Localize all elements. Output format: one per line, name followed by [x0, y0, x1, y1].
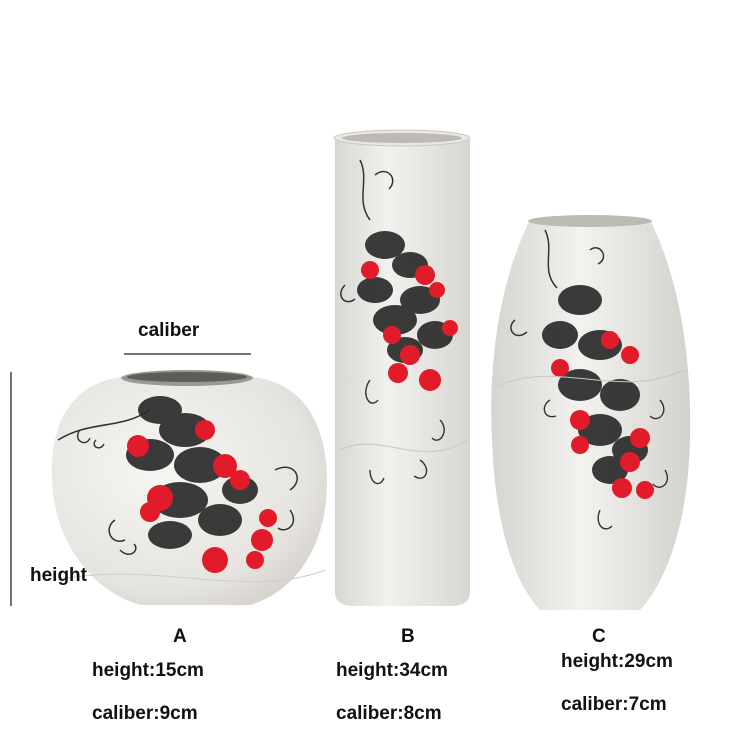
vase-c-letter: C — [592, 626, 606, 647]
caliber-annotation: caliber — [138, 320, 200, 341]
height-annotation: height — [30, 565, 87, 586]
vase-b-letter: B — [401, 626, 415, 647]
vase-c-height: height:29cm — [561, 651, 673, 672]
vase-a — [51, 370, 328, 605]
vase-b-height: height:34cm — [336, 660, 448, 681]
vase-a-letter: A — [173, 626, 187, 647]
vase-c — [491, 215, 691, 610]
vase-c-caliber: caliber:7cm — [561, 694, 667, 715]
vase-b-caliber: caliber:8cm — [336, 703, 442, 724]
vase-a-caliber: caliber:9cm — [92, 703, 198, 724]
vase-b — [333, 129, 471, 606]
vase-a-height: height:15cm — [92, 660, 204, 681]
